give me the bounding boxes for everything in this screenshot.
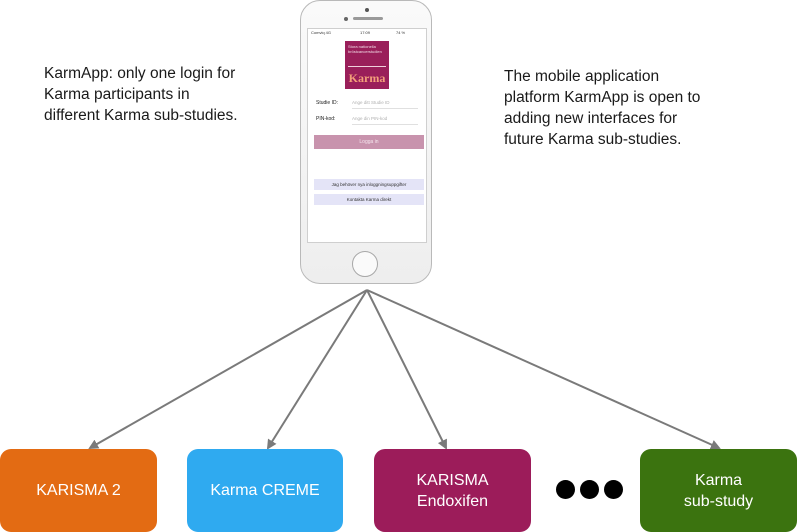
arrow-to-karma-sub-study bbox=[366, 289, 721, 450]
camera-icon bbox=[365, 8, 369, 12]
speaker-grille bbox=[353, 17, 383, 20]
home-button[interactable] bbox=[352, 251, 378, 277]
box-karisma-2: KARISMA 2 bbox=[0, 449, 157, 532]
sensor-dot bbox=[344, 17, 348, 21]
arrow-to-karisma2 bbox=[88, 289, 368, 449]
contact-karma-button[interactable]: Kontakta Karma direkt bbox=[314, 194, 424, 205]
phone-mockup: Comviq 4G 17:09 74 % Stora nationella br… bbox=[300, 0, 432, 284]
box-karma-creme: Karma CREME bbox=[187, 449, 343, 532]
caption-left: KarmApp: only one login for Karma partic… bbox=[44, 65, 238, 124]
caption-right: The mobile application platform KarmApp … bbox=[504, 68, 701, 148]
new-credentials-button[interactable]: Jag behöver nya inloggningsuppgifter bbox=[314, 179, 424, 190]
studie-id-label: Studie ID: bbox=[316, 100, 338, 106]
logo-subtitle: Stora nationella bröstcancerstudien bbox=[348, 44, 382, 54]
ellipsis-dot-3 bbox=[604, 480, 623, 499]
pin-label: PIN-kod: bbox=[316, 116, 336, 122]
arrow-to-karisma-endoxifen bbox=[366, 289, 447, 450]
status-battery: 74 % bbox=[396, 30, 406, 35]
box-karisma-endoxifen: KARISMA Endoxifen bbox=[374, 449, 531, 532]
karma-logo: Stora nationella bröstcancerstudien Karm… bbox=[345, 41, 389, 89]
logo-divider bbox=[348, 66, 386, 67]
phone-screen: Comviq 4G 17:09 74 % Stora nationella br… bbox=[307, 28, 427, 243]
ellipsis-dot-1 bbox=[556, 480, 575, 499]
login-button[interactable]: Logga in bbox=[314, 135, 424, 149]
status-time: 17:09 bbox=[360, 30, 371, 35]
pin-input[interactable]: Ange din PIN-kod bbox=[352, 116, 418, 125]
studie-id-input[interactable]: Ange ditt Studie ID bbox=[352, 100, 418, 109]
ellipsis-dot-2 bbox=[580, 480, 599, 499]
arrow-to-karma-creme bbox=[266, 289, 368, 450]
status-carrier: Comviq 4G bbox=[311, 30, 332, 35]
logo-word: Karma bbox=[348, 71, 386, 85]
box-karma-sub-study: Karma sub-study bbox=[640, 449, 797, 532]
